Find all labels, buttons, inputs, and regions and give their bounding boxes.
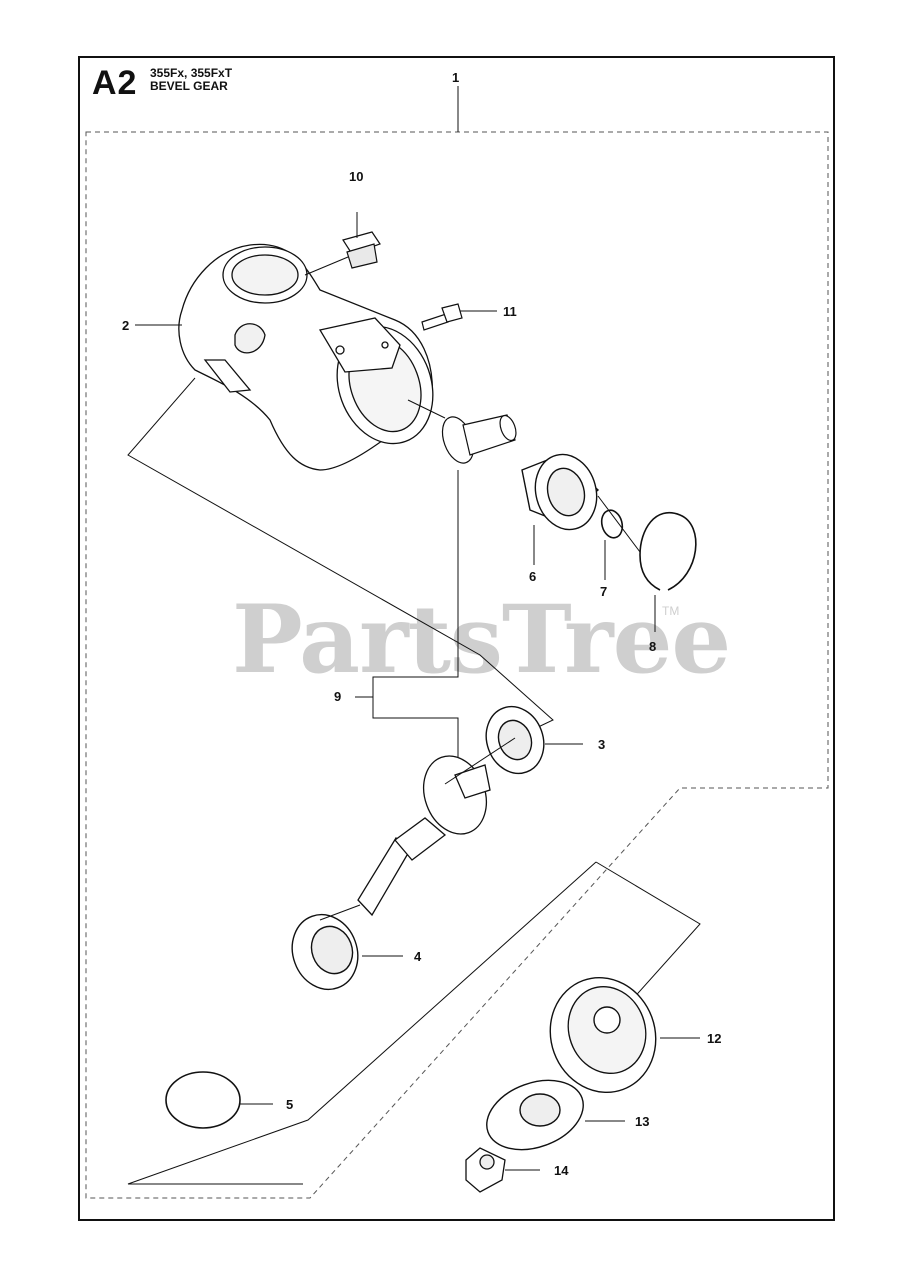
callout-10: 10 (349, 169, 363, 184)
callout-6: 6 (529, 569, 536, 584)
housing-assembly-line (127, 377, 554, 739)
callout-1: 1 (452, 70, 459, 85)
lower-bearing-line (127, 861, 597, 1185)
part-circlip-8 (639, 512, 697, 591)
callout-5: 5 (286, 1097, 293, 1112)
callout-14: 14 (554, 1163, 569, 1178)
part-flange-12 (549, 976, 657, 1094)
part-ring-7 (600, 509, 624, 539)
part-bearing-3 (485, 705, 545, 775)
callout-12: 12 (707, 1031, 721, 1046)
part-gear-housing (178, 243, 434, 471)
callout-2: 2 (122, 318, 129, 333)
part-pinion (441, 414, 517, 464)
assembly-group-outline (85, 131, 829, 1199)
drawing-frame (78, 56, 835, 1221)
callout-4: 4 (414, 949, 422, 964)
callout-9: 9 (334, 689, 341, 704)
kit-bracket-9 (355, 470, 459, 775)
watermark: PartsTree (232, 585, 731, 695)
part-nut-14 (465, 1147, 506, 1193)
part-ring-5 (165, 1071, 241, 1129)
part-disc-13 (486, 1079, 584, 1151)
model-list: 355Fx, 355FxT (150, 66, 233, 80)
callout-11: 11 (503, 304, 517, 319)
watermark-tm: TM (662, 604, 680, 618)
part-bearing-4 (291, 913, 359, 991)
callout-13: 13 (635, 1114, 649, 1129)
part-screw-11 (421, 303, 463, 331)
section-heading: 355Fx, 355FxT BEVEL GEAR (150, 67, 232, 93)
callout-8: 8 (649, 639, 656, 654)
section-title: BEVEL GEAR (150, 79, 228, 93)
callout-3: 3 (598, 737, 605, 752)
callout-7: 7 (600, 584, 607, 599)
page-code: A2 (92, 64, 138, 102)
part-plug-10 (342, 231, 381, 269)
part-gear-shaft (357, 755, 491, 917)
part-bearing-6 (521, 453, 600, 531)
